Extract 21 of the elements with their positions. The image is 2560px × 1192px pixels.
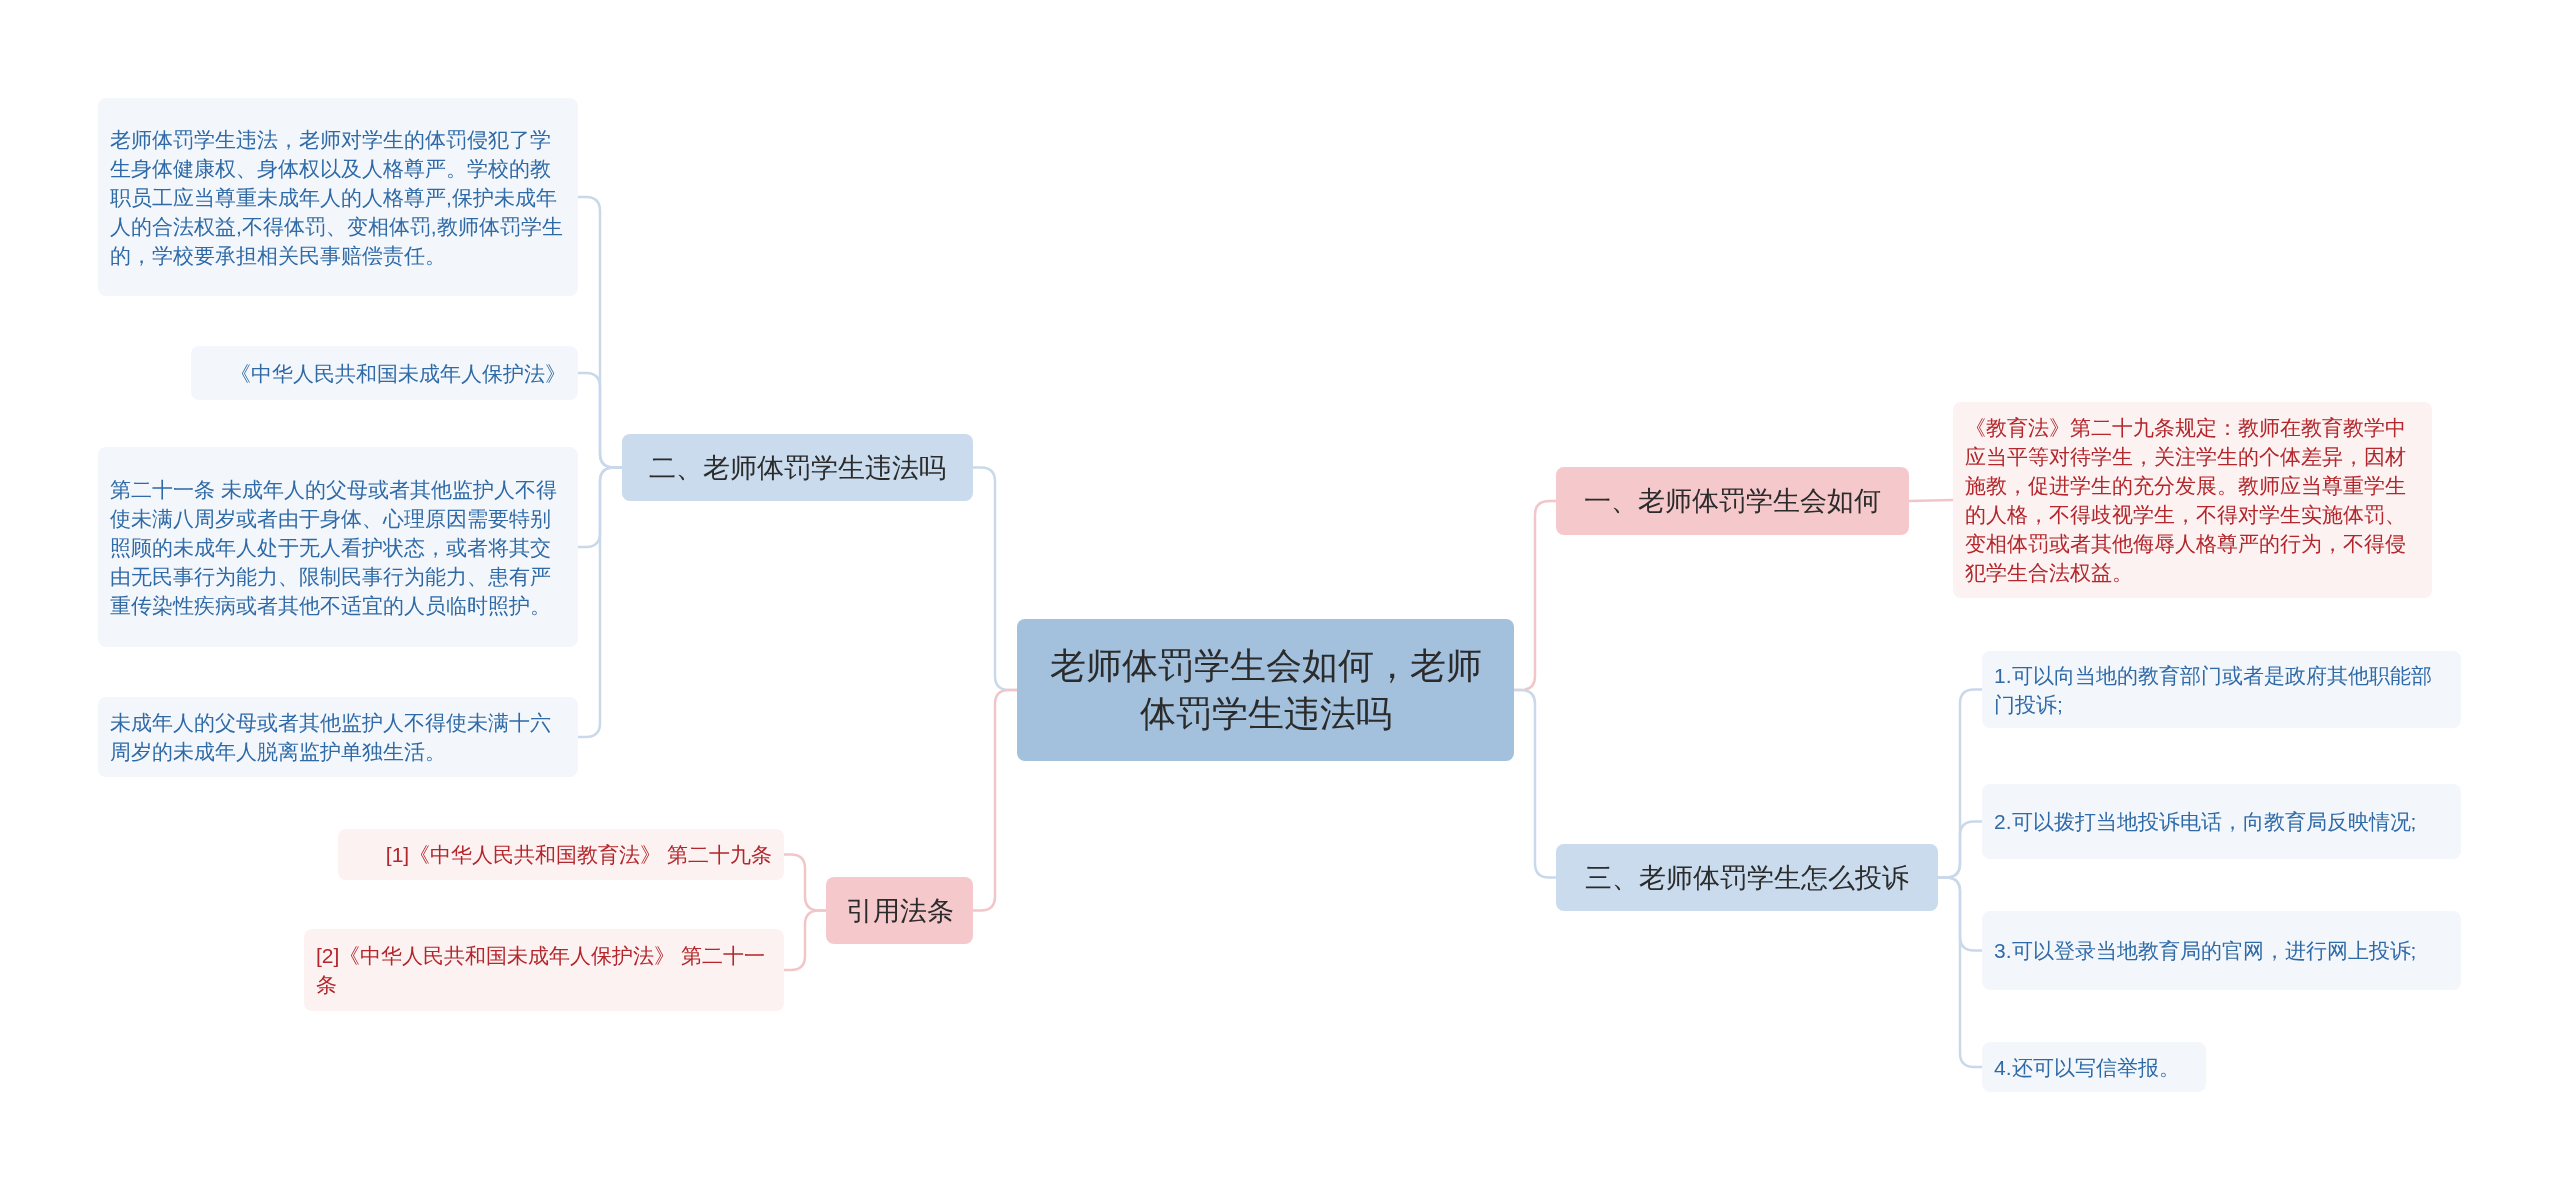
note-box: 老师体罚学生违法，老师对学生的体罚侵犯了学生身体健康权、身体权以及人格尊严。学校的教职员工应当尊重未成年人的人格尊严,保护未成年人的合法权益,不得体罚、变相体罚,教师体罚学生的，学校要承担相关民事赔偿责任。: [98, 98, 578, 296]
branch-topic-box: 一、老师体罚学生会如何: [1556, 467, 1909, 535]
connector-line: [973, 688, 1017, 912]
branch-topic-box: 三、老师体罚学生怎么投诉: [1556, 844, 1938, 911]
connector-line: [1938, 876, 1982, 1069]
note-box: [1]《中华人民共和国教育法》 第二十九条: [338, 829, 784, 880]
note-box: 2.可以拨打当地投诉电话，向教育局反映情况;: [1982, 784, 2461, 859]
note-box: 未成年人的父母或者其他监护人不得使未满十六周岁的未成年人脱离监护单独生活。: [98, 697, 578, 777]
connector-line: [1514, 688, 1556, 879]
connector-line: [1908, 498, 1954, 503]
note-box: 《教育法》第二十九条规定：教师在教育教学中应当平等对待学生，关注学生的个体差异，因材施教，促进学生的充分发展。教师应当尊重学生的人格，不得歧视学生，不得对学生实施体罚、变相体罚或者其他侮辱人格尊严的行为，不得侵犯学生合法权益。: [1953, 402, 2432, 598]
note-box: 4.还可以写信举报。: [1982, 1042, 2206, 1092]
branch-topic-box: 引用法条: [826, 877, 973, 944]
note-box: 3.可以登录当地教育局的官网，进行网上投诉;: [1982, 911, 2461, 990]
connector-line: [578, 466, 622, 739]
note-box: 1.可以向当地的教育部门或者是政府其他职能部门投诉;: [1982, 651, 2461, 728]
central-topic-box: 老师体罚学生会如何，老师体罚学生违法吗: [1017, 619, 1514, 761]
note-box: [2]《中华人民共和国未成年人保护法》 第二十一条: [304, 929, 784, 1011]
note-box: 第二十一条 未成年人的父母或者其他监护人不得使未满八周岁或者由于身体、心理原因需要特别照顾的未成年人处于无人看护状态，或者将其交由无民事行为能力、限制民事行为能力、患有严重传染性疾病或者其他不适宜的人员临时照护。: [98, 447, 578, 647]
note-box: 《中华人民共和国未成年人保护法》: [191, 346, 578, 400]
branch-topic-box: 二、老师体罚学生违法吗: [622, 434, 973, 501]
